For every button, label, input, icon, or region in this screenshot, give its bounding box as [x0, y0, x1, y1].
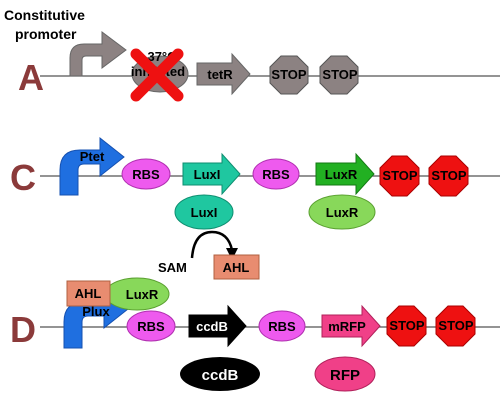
- stop-label-a2: STOP: [322, 67, 357, 82]
- product-ahl-label: AHL: [223, 260, 250, 275]
- constitutive-promoter-arrow: [69, 31, 127, 77]
- gene-luxr-arrow: [315, 152, 375, 196]
- promoter-plux-label: Plux: [82, 304, 110, 319]
- gene-ccdb-arrow: [188, 304, 247, 348]
- row-label-c: C: [10, 157, 36, 198]
- product-ahl-box: [213, 254, 260, 280]
- row-label-d: D: [10, 309, 36, 350]
- protein-luxi-label: LuxI: [191, 205, 218, 220]
- complex-ahl-label: AHL: [75, 286, 102, 301]
- gene-luxi-label: LuxI: [194, 167, 221, 182]
- stop-label-d2: STOP: [438, 318, 473, 333]
- row-c: C Ptet RBS LuxI RBS LuxR STOP STOP LuxI …: [10, 136, 500, 280]
- protein-luxr: [308, 194, 376, 230]
- row-label-a: A: [18, 57, 44, 98]
- complex-ahl-box: [66, 280, 111, 307]
- rbs-c2: [252, 158, 300, 190]
- protein-rfp-label: RFP: [330, 367, 360, 384]
- stop-label-a1: STOP: [271, 67, 306, 82]
- gene-luxi-arrow: [182, 152, 241, 196]
- stop-label-d1: STOP: [389, 318, 424, 333]
- stop-codon-a1: [269, 55, 309, 95]
- gene-tetr-label: tetR: [207, 67, 233, 82]
- inhibition-cross: [130, 48, 184, 102]
- promoter-ptet-arrow: [59, 136, 125, 196]
- protein-luxr-label: LuxR: [326, 205, 359, 220]
- gene-ccdb-label: ccdB: [196, 319, 228, 334]
- constitutive-promoter-label-line2: promoter: [15, 26, 77, 42]
- stop-codon-a2: [319, 55, 359, 95]
- gene-mrfp-arrow: [321, 304, 381, 348]
- stop-codon-c2: [428, 155, 469, 197]
- protein-ccdb-label: ccdB: [202, 367, 239, 384]
- row-d: D Plux LuxR AHL RBS ccdB RBS mRFP STOP S…: [10, 277, 500, 392]
- protein-ccdb: [180, 357, 260, 391]
- rbs-d2-label: RBS: [268, 319, 296, 334]
- rbs-d2: [258, 310, 306, 342]
- synthesis-arrowhead: [226, 248, 238, 260]
- rbs-c1: [121, 158, 171, 190]
- stop-codon-c1: [379, 155, 420, 197]
- stop-codon-d2: [435, 305, 476, 347]
- rbs-d1: [126, 310, 176, 342]
- complex-luxr-label: LuxR: [126, 287, 159, 302]
- row-a: A Constitutive promoter 37°C inhibited t…: [4, 7, 500, 102]
- protein-rfp: [314, 356, 376, 392]
- rbs-c2-label: RBS: [262, 167, 290, 182]
- protein-luxi: [174, 194, 234, 230]
- gene-tetr-arrow: [196, 52, 251, 96]
- gene-luxr-label: LuxR: [325, 167, 358, 182]
- stop-label-c1: STOP: [382, 168, 417, 183]
- stop-label-c2: STOP: [431, 168, 466, 183]
- rbs-d1-label: RBS: [137, 319, 165, 334]
- stop-codon-d1: [386, 305, 427, 347]
- rbs-c1-label: RBS: [132, 167, 160, 182]
- synthesis-arrow: [190, 230, 234, 259]
- promoter-ptet-label: Ptet: [80, 149, 105, 164]
- substrate-sam-label: SAM: [158, 260, 187, 275]
- gene-mrfp-label: mRFP: [328, 319, 366, 334]
- constitutive-promoter-label-line1: Constitutive: [4, 7, 85, 23]
